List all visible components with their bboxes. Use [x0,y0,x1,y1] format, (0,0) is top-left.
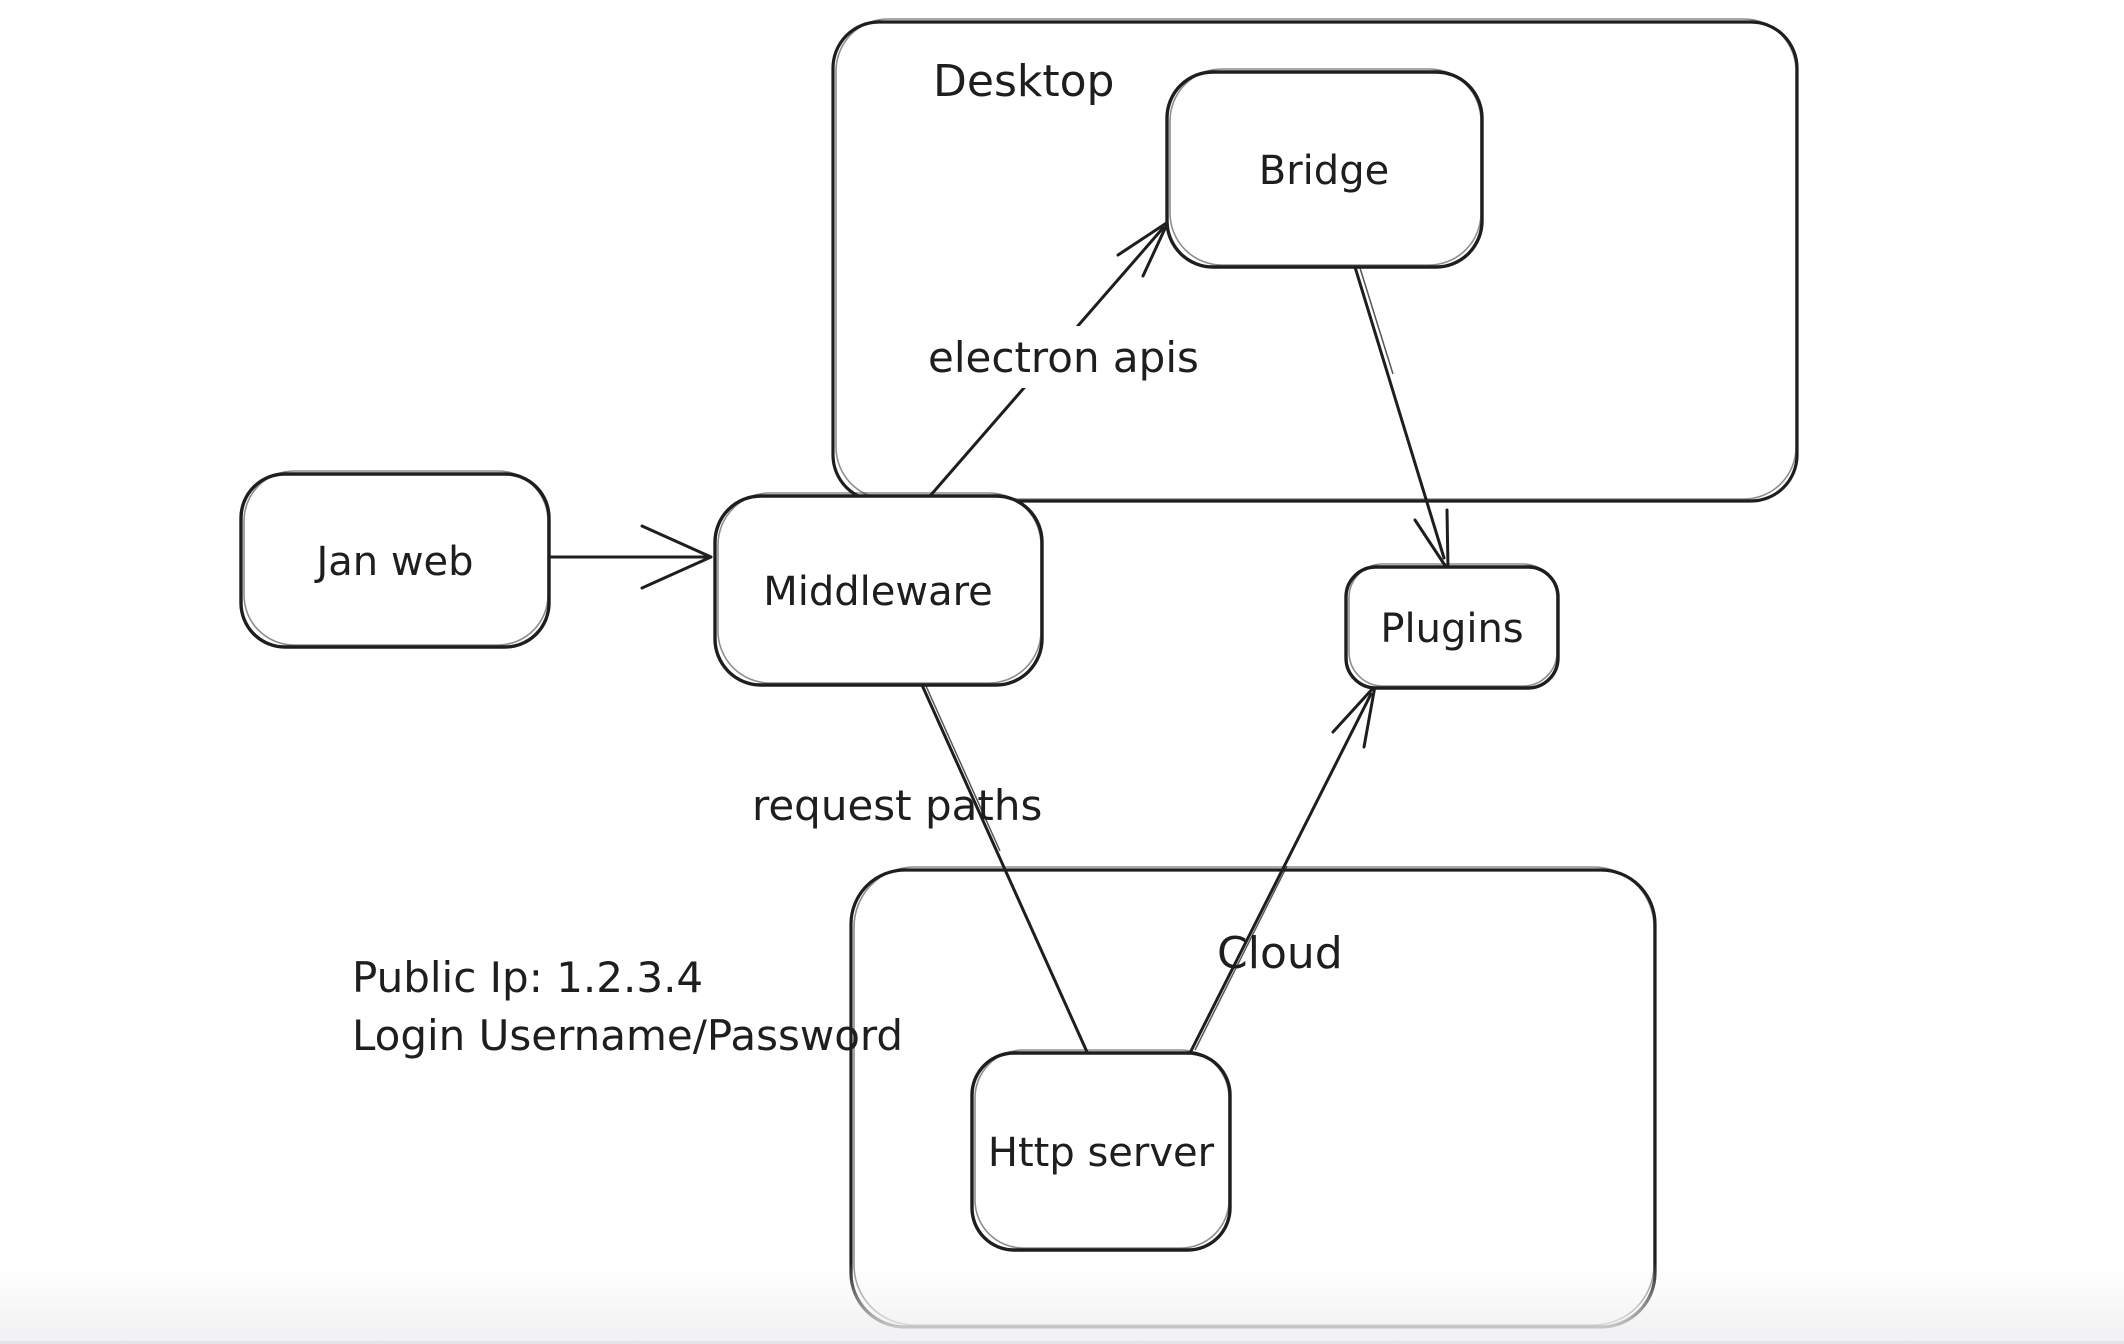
annotation-credentials[interactable]: Public Ip: 1.2.3.4 Login Username/Passwo… [352,953,903,1060]
bridge-label: Bridge [1259,148,1389,194]
jan-web-node[interactable]: Jan web [239,470,551,649]
edge-jan-web-to-middleware[interactable] [549,524,713,590]
request-paths-text: request paths [752,781,1042,830]
middleware-sketch-echo [717,492,1042,684]
desktop-container-label: Desktop [933,56,1114,107]
jan-web-label: Jan web [313,539,473,585]
edge-line [920,683,1098,1074]
label-background [916,326,1208,388]
edge-sketch-echo [1194,865,1288,1051]
edge-sketch-echo [1359,267,1394,375]
jan-web-sketch-echo [243,470,549,646]
http-server-label: Http server [988,1130,1215,1176]
login-text: Login Username/Password [352,1011,903,1060]
http-server-sketch-echo [974,1049,1230,1249]
cloud-text: Cloud [1217,928,1343,979]
desktop-container-sketch-echo [835,18,1797,500]
public-ip-text: Public Ip: 1.2.3.4 [352,953,703,1002]
canvas-bottom-fade [0,1262,2124,1344]
plugins-sketch-echo [1348,563,1558,687]
bridge-node[interactable]: Bridge [1165,68,1484,269]
plugins-node[interactable]: Plugins [1344,563,1560,690]
middleware-label: Middleware [763,569,993,615]
http-server-node[interactable]: Http server [970,1049,1232,1252]
cloud-container-label[interactable]: Cloud [1217,928,1343,979]
bridge-sketch-echo [1169,68,1482,266]
electron-apis-text: electron apis [928,333,1199,382]
electron-apis-edge-label[interactable]: electron apis [916,326,1208,388]
edge-line [1188,692,1373,1055]
edge-bridge-to-plugins[interactable] [1353,265,1450,572]
plugins-label: Plugins [1380,606,1523,652]
middleware-node[interactable]: Middleware [713,492,1044,687]
edge-sketch-echo [925,685,1001,852]
edge-middleware-to-http-server[interactable] [920,683,1098,1074]
request-paths-edge-label[interactable]: request paths [752,781,1042,830]
canvas-bottom-edge [0,1341,2124,1344]
desktop-container[interactable]: Desktop [831,18,1799,503]
arrowhead-icon [1331,684,1377,749]
arrowhead-icon [640,524,713,590]
edge-line [1353,265,1446,560]
